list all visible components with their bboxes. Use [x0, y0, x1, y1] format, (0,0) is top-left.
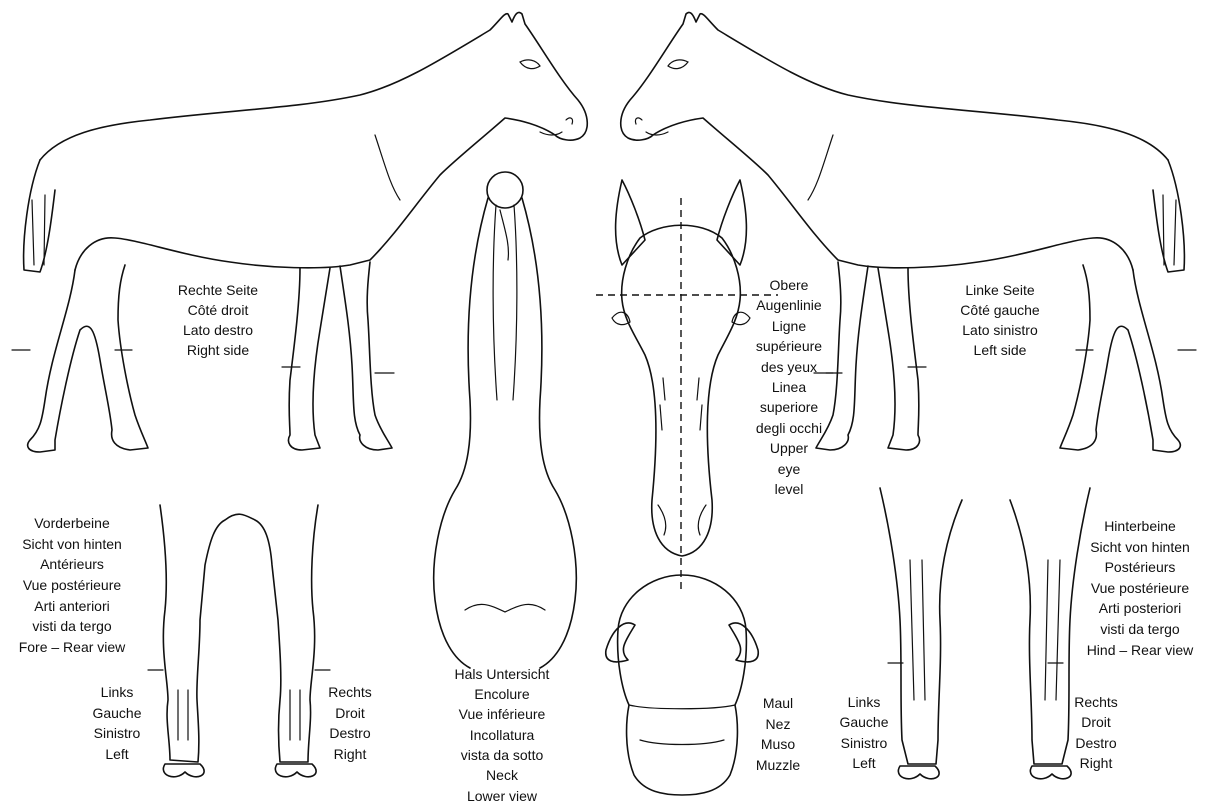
- right-side-label-line: Lato destro: [183, 322, 253, 338]
- fore-rear-label-line: Antérieurs: [40, 556, 104, 572]
- hind-legs-rear-view-figure: [880, 488, 1090, 779]
- hind-right-label-line: Destro: [1075, 735, 1116, 751]
- eye-level-label-line: Upper: [770, 440, 808, 456]
- neck-label-line: Neck: [486, 767, 519, 783]
- eye-level-label-line: Ligne: [772, 318, 806, 334]
- left-side-label-line: Linke Seite: [965, 282, 1034, 298]
- eye-level-label-line: Obere: [770, 277, 809, 293]
- eye-level-label-line: superiore: [760, 399, 819, 415]
- neck-label-line: Vue inférieure: [459, 706, 546, 722]
- fore-right-label-line: Right: [334, 746, 367, 762]
- hind-rear-label-line: Hind – Rear view: [1087, 642, 1194, 658]
- eye-level-label-group: Obere Augenlinie Ligne supérieure des ye…: [756, 277, 822, 497]
- muzzle-label-line: Maul: [763, 695, 793, 711]
- right-side-label-line: Rechte Seite: [178, 282, 258, 298]
- fore-rear-label-line: Vue postérieure: [23, 577, 122, 593]
- fore-right-label-group: Rechts Droit Destro Right: [328, 684, 372, 762]
- muzzle-label-line: Nez: [766, 716, 791, 732]
- hind-rear-label-line: Postérieurs: [1105, 559, 1176, 575]
- hind-left-label-line: Sinistro: [841, 735, 888, 751]
- horse-right-side-figure: [12, 12, 587, 452]
- left-side-label-group: Linke Seite Côté gauche Lato sinistro Le…: [960, 282, 1040, 358]
- fore-right-label-line: Droit: [335, 705, 365, 721]
- fore-left-label-line: Gauche: [92, 705, 141, 721]
- right-side-label-line: Right side: [187, 342, 249, 358]
- hind-right-label-line: Rechts: [1074, 694, 1118, 710]
- hind-rear-label-line: Vue postérieure: [1091, 580, 1190, 596]
- hind-rear-label-group: Hinterbeine Sicht von hinten Postérieurs…: [1087, 518, 1194, 658]
- hind-rear-label-line: Hinterbeine: [1104, 518, 1176, 534]
- fore-rear-label-line: Arti anteriori: [34, 598, 109, 614]
- eye-level-label-line: eye: [778, 461, 801, 477]
- fore-left-label-line: Links: [101, 684, 134, 700]
- horse-head-front-figure: [596, 180, 778, 590]
- muzzle-label-line: Muso: [761, 736, 795, 752]
- hind-right-label-line: Droit: [1081, 714, 1111, 730]
- left-side-label-line: Côté gauche: [960, 302, 1040, 318]
- eye-level-label-line: supérieure: [756, 338, 822, 354]
- hind-right-label-line: Right: [1080, 755, 1113, 771]
- muzzle-front-figure: [606, 575, 759, 795]
- neck-label-line: Incollatura: [470, 727, 535, 743]
- neck-label-line: Encolure: [474, 686, 529, 702]
- hind-left-label-line: Gauche: [839, 714, 888, 730]
- fore-rear-label-line: Sicht von hinten: [22, 536, 122, 552]
- hind-rear-label-line: Sicht von hinten: [1090, 539, 1190, 555]
- hind-left-label-line: Left: [852, 755, 875, 771]
- fore-left-label-line: Sinistro: [94, 725, 141, 741]
- fore-left-label-group: Links Gauche Sinistro Left: [92, 684, 141, 762]
- fore-rear-label-line: Fore – Rear view: [19, 639, 126, 655]
- eye-level-label-line: Linea: [772, 379, 806, 395]
- eye-level-label-line: degli occhi: [756, 420, 822, 436]
- eye-level-label-line: Augenlinie: [756, 297, 822, 313]
- fore-right-label-line: Destro: [329, 725, 370, 741]
- left-side-label-line: Left side: [974, 342, 1027, 358]
- eye-level-label-line: level: [775, 481, 804, 497]
- eye-level-label-line: des yeux: [761, 359, 817, 375]
- neck-label-line: Lower view: [467, 788, 538, 804]
- neck-label-group: Hals Untersicht Encolure Vue inférieure …: [455, 666, 550, 804]
- neck-label-line: vista da sotto: [461, 747, 544, 763]
- hind-rear-label-line: visti da tergo: [1100, 621, 1180, 637]
- fore-left-label-line: Left: [105, 746, 128, 762]
- fore-rear-label-line: visti da tergo: [32, 618, 112, 634]
- hind-left-label-line: Links: [848, 694, 881, 710]
- hind-left-label-group: Links Gauche Sinistro Left: [839, 694, 888, 771]
- horse-left-side-figure: [621, 12, 1196, 452]
- neck-lower-view-figure: [434, 172, 577, 668]
- muzzle-label-group: Maul Nez Muso Muzzle: [756, 695, 801, 773]
- right-side-label-group: Rechte Seite Côté droit Lato destro Righ…: [178, 282, 258, 358]
- hind-right-label-group: Rechts Droit Destro Right: [1074, 694, 1118, 771]
- right-side-label-line: Côté droit: [188, 302, 249, 318]
- fore-right-label-line: Rechts: [328, 684, 372, 700]
- muzzle-label-line: Muzzle: [756, 757, 801, 773]
- fore-rear-label-group: Vorderbeine Sicht von hinten Antérieurs …: [19, 515, 126, 655]
- neck-label-line: Hals Untersicht: [455, 666, 550, 682]
- left-side-label-line: Lato sinistro: [962, 322, 1038, 338]
- fore-legs-rear-view-figure: [148, 505, 330, 777]
- hind-rear-label-line: Arti posteriori: [1099, 600, 1181, 616]
- fore-rear-label-line: Vorderbeine: [34, 515, 110, 531]
